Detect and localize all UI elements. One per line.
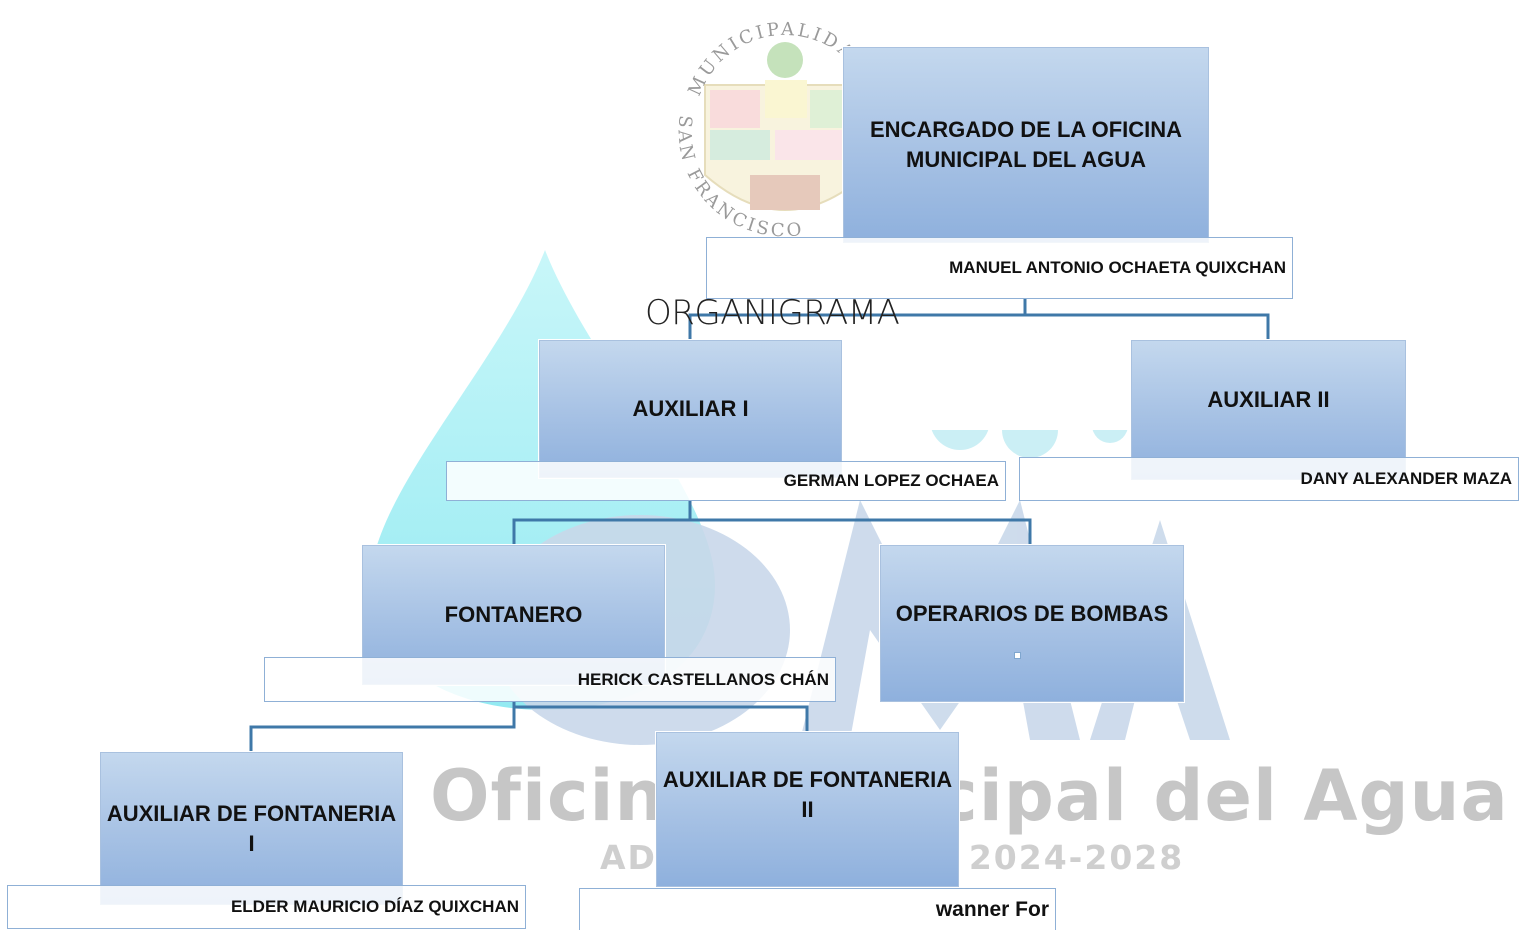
org-node-auxiliar-1: AUXILIAR I [538,339,843,479]
org-node-operarios: OPERARIOS DE BOMBAS [879,544,1185,703]
person-name: wanner For [935,897,1049,921]
person-name: DANY ALEXANDER MAZA [1300,469,1512,488]
page-title: ORGANIGRAMA [645,293,900,333]
org-node-title: OPERARIOS DE BOMBAS [895,600,1169,626]
connector-root-aux2 [1025,313,1270,340]
connector-aux1-operarios [690,518,1032,545]
org-node-title: AUXILIAR II [1207,387,1330,412]
empty-name-placeholder [1014,652,1021,659]
person-name: ELDER MAURICIO DÍAZ QUIXCHAN [230,897,519,916]
person-name: MANUEL ANTONIO OCHAETA QUIXCHAN [949,258,1286,277]
connector-aux1-fontanero [512,500,692,545]
connector-fontanero-auxfont2 [514,705,809,732]
person-name: GERMAN LOPEZ OCHAEA [783,471,999,490]
connector-root-aux [688,298,1027,340]
org-name-aux-fontaneria-2: wanner For [579,888,1056,930]
office-name-watermark: Oficina Municipal del Agua [430,755,1509,837]
org-name-encargado: MANUEL ANTONIO OCHAETA QUIXCHAN [706,237,1293,299]
connector-fontanero-auxfont1 [249,702,516,752]
org-node-title: FONTANERO [444,602,583,627]
org-node-encargado: ENCARGADO DE LA OFICINA MUNICIPAL DEL AG… [842,46,1210,244]
person-name: HERICK CASTELLANOS CHÁN [577,669,829,689]
org-node-title: AUXILIAR DE FONTANERIA I [106,800,397,856]
municipal-seal: MUNICIPALIDAD SAN FRANCISCO [673,19,869,242]
org-name-auxiliar-1: GERMAN LOPEZ OCHAEA [446,461,1006,501]
org-name-auxiliar-2: DANY ALEXANDER MAZA [1019,457,1519,501]
org-name-aux-fontaneria-1: ELDER MAURICIO DÍAZ QUIXCHAN [7,885,526,929]
org-node-title: AUXILIAR DE FONTANERIA II [662,766,953,822]
org-node-title: AUXILIAR I [632,396,749,421]
org-name-fontanero: HERICK CASTELLANOS CHÁN [264,657,836,702]
org-node-aux-fontaneria-1: AUXILIAR DE FONTANERIA I [99,751,404,906]
org-node-aux-fontaneria-2: AUXILIAR DE FONTANERIA II [655,731,960,888]
org-node-title: ENCARGADO DE LA OFICINA MUNICIPAL DEL AG… [869,117,1183,172]
